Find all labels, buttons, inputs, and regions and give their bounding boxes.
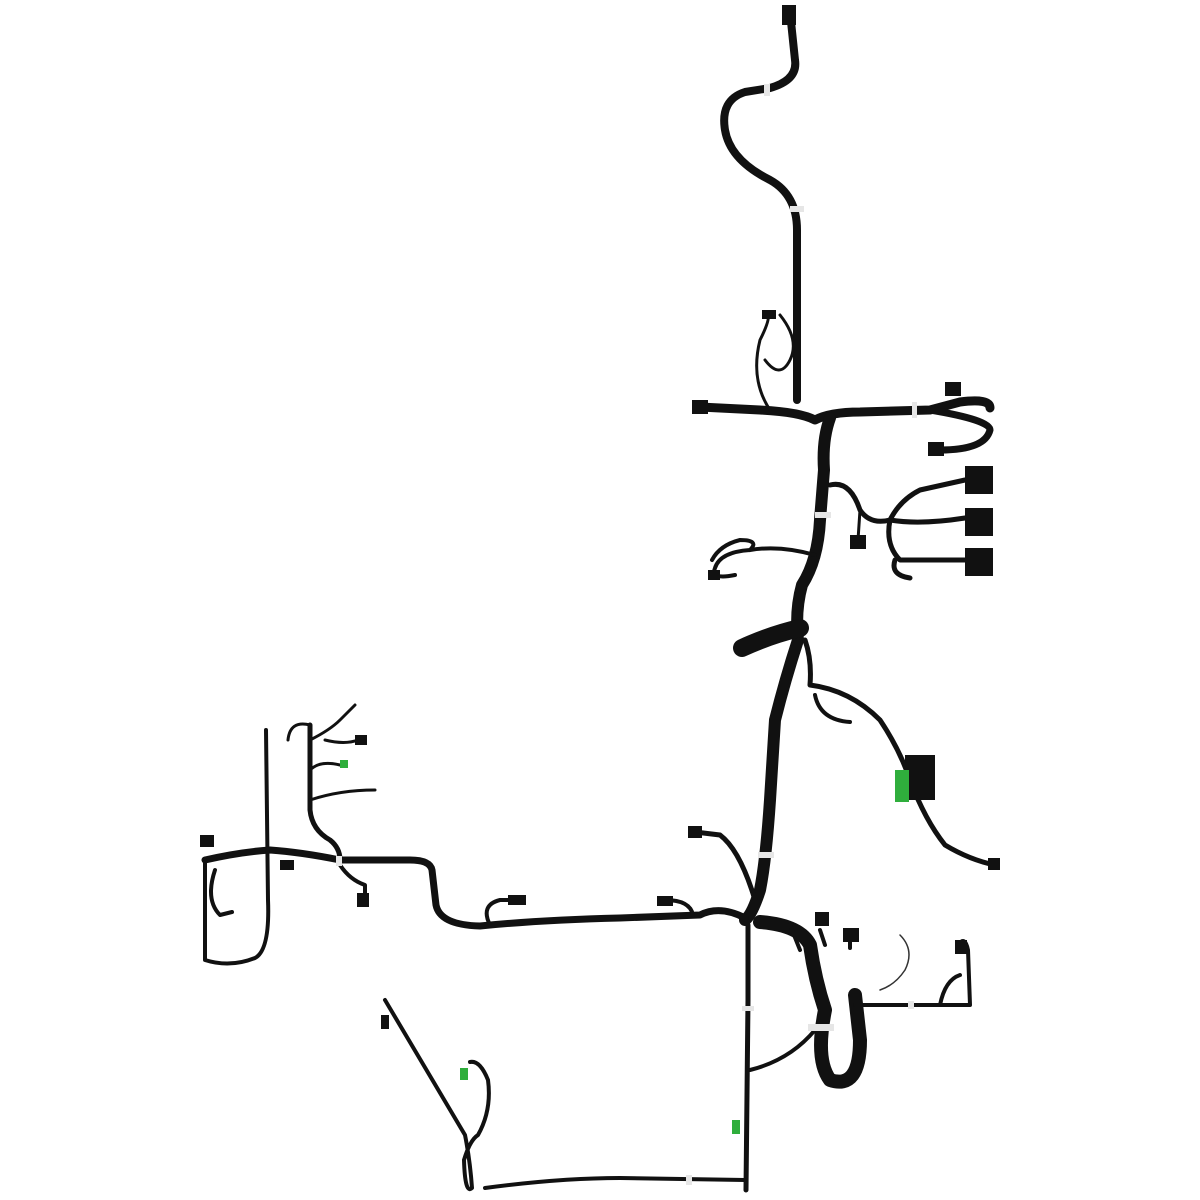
connector-left-5: [508, 895, 526, 905]
harness-clips: [336, 84, 917, 1185]
upper-horizontal-branch: [695, 396, 995, 425]
trunk-bulge: [733, 619, 809, 657]
connector-box-3: [965, 548, 993, 576]
mid-left-pigtail: [710, 538, 817, 579]
connector-mid-left: [708, 570, 720, 580]
right-long-branch: [802, 637, 998, 868]
connector-box-2: [965, 508, 993, 536]
harness-wires: [201, 8, 998, 1193]
green-connector-right: [895, 770, 909, 802]
connector-left-3: [357, 893, 369, 907]
far-left-loop: [203, 728, 271, 966]
connector-upper-pigtail: [762, 310, 776, 319]
clip: [908, 1001, 914, 1009]
connector-diagonal: [381, 1015, 389, 1029]
connector-left-2: [280, 860, 294, 870]
lower-left-bend: [748, 1028, 817, 1072]
connector-top: [782, 5, 796, 25]
connector-right-end: [988, 858, 1000, 870]
left-long-branch: [201, 846, 749, 930]
green-connector-left: [340, 760, 348, 768]
top-trunk: [720, 8, 801, 404]
connector-mid-up: [688, 826, 702, 838]
connector-lower-2: [843, 928, 859, 942]
mid-up-pigtail: [692, 829, 758, 903]
connector-right-box: [905, 755, 935, 800]
connector-left-6: [657, 896, 673, 906]
connector-lower-3: [955, 940, 967, 954]
connector-box-1: [965, 466, 993, 494]
clip: [790, 206, 804, 212]
clip: [912, 402, 917, 418]
right-connector-branch: [827, 477, 968, 581]
connectors: [200, 5, 1000, 1029]
clip: [742, 1006, 754, 1011]
upper-right-loop: [926, 406, 994, 454]
connector-lower-1: [815, 912, 829, 926]
connector-upper-left: [692, 400, 708, 414]
green-connector-lower: [732, 1120, 740, 1134]
green-connector-diagonal: [460, 1068, 468, 1080]
lower-loop: [753, 915, 867, 1089]
diagonal-branch: [383, 998, 491, 1192]
upper-left-pigtail: [755, 313, 795, 412]
connector-left-1: [355, 735, 367, 745]
thin-wire: [879, 934, 910, 991]
clip: [686, 1175, 692, 1185]
lower-vertical: [743, 922, 751, 1193]
clip: [764, 84, 770, 96]
connector-mid: [850, 535, 866, 549]
clip: [808, 1024, 834, 1031]
connector-upper-right-1: [945, 382, 961, 396]
connector-upper-right-2: [928, 442, 944, 456]
main-trunk: [739, 412, 836, 926]
clip: [758, 852, 774, 858]
left-top-pigtails: [286, 703, 377, 802]
right-branch-loop: [813, 693, 852, 724]
green-connectors: [340, 760, 909, 1134]
clip: [336, 856, 342, 866]
bottom-line: [483, 1176, 747, 1190]
left-vertical-branch: [307, 722, 343, 863]
clip: [815, 512, 831, 518]
connector-left-4: [200, 835, 214, 847]
lower-right-branch: [853, 939, 972, 1007]
